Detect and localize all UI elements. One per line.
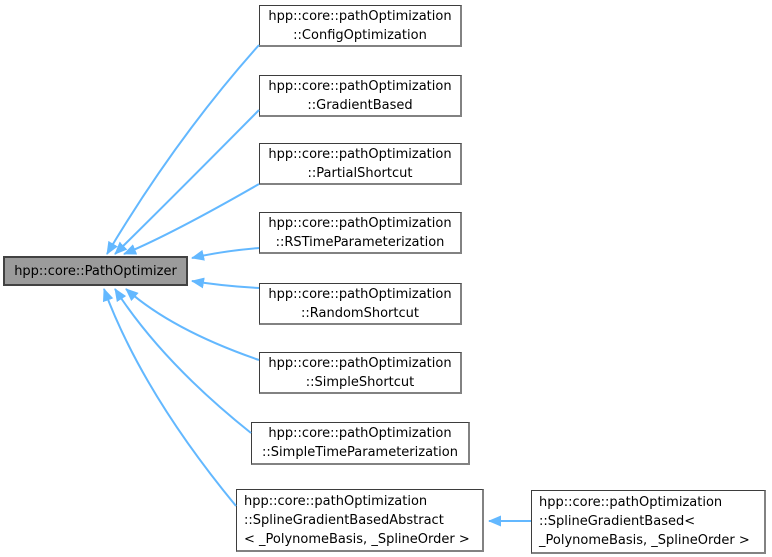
node-label: _PolynomeBasis, _SplineOrder > <box>539 533 750 548</box>
node-splinegradientbasedabstract[interactable]: hpp::core::pathOptimization ::SplineGrad… <box>236 489 484 552</box>
node-randomshortcut[interactable]: hpp::core::pathOptimization ::RandomShor… <box>259 283 462 325</box>
inheritance-arrow-configoptimization <box>106 44 260 255</box>
node-label: ::RandomShortcut <box>301 305 419 321</box>
node-label: ::SimpleShortcut <box>305 374 415 390</box>
node-label: ::PartialShortcut <box>307 165 413 181</box>
node-label: hpp::core::pathOptimization <box>268 146 452 162</box>
node-simpleshortcut[interactable]: hpp::core::pathOptimization ::SimpleShor… <box>259 352 462 394</box>
node-label: hpp::core::pathOptimization <box>268 286 452 302</box>
node-label: hpp::core::pathOptimization <box>268 8 452 24</box>
node-label: < _PolynomeBasis, _SplineOrder > <box>244 531 470 547</box>
node-splinegradientbased[interactable]: hpp::core::pathOptimization ::SplineGrad… <box>531 490 766 554</box>
node-label: ::GradientBased <box>307 97 413 113</box>
inheritance-arrow-randomshortcut <box>191 277 260 289</box>
inheritance-arrow-partialshortcut <box>123 183 260 255</box>
node-label: hpp::core::pathOptimization <box>268 215 452 231</box>
node-rstimeparameterization[interactable]: hpp::core::pathOptimization ::RSTimePara… <box>259 212 462 254</box>
node-label: ::SimpleTimeParameterization <box>262 445 458 460</box>
inheritance-arrow-gradientbased <box>114 109 260 255</box>
node-pathoptimizer: hpp::core::PathOptimizer <box>3 256 188 286</box>
node-label: hpp::core::pathOptimization <box>244 493 428 509</box>
inheritance-arrow-splinegradientbasedabstract <box>102 288 237 507</box>
node-partialshortcut[interactable]: hpp::core::pathOptimization ::PartialSho… <box>259 143 462 185</box>
node-configoptimization[interactable]: hpp::core::pathOptimization ::ConfigOpti… <box>259 5 462 47</box>
node-label: hpp::core::pathOptimization <box>268 426 452 441</box>
node-label: ::SplineGradientBased< <box>539 514 696 529</box>
node-label: ::ConfigOptimization <box>293 27 427 43</box>
node-label: ::RSTimeParameterization <box>275 234 445 250</box>
inheritance-arrow-simpleshortcut <box>125 288 260 361</box>
inheritance-arrow-rstimeparameterization <box>191 247 260 261</box>
node-label: hpp::core::pathOptimization <box>268 78 452 94</box>
node-label: hpp::core::pathOptimization <box>539 495 723 510</box>
node-label: hpp::core::pathOptimization <box>268 355 452 371</box>
node-label: hpp::core::PathOptimizer <box>14 263 177 279</box>
node-gradientbased[interactable]: hpp::core::pathOptimization ::GradientBa… <box>259 75 462 117</box>
node-simpletimeparameterization[interactable]: hpp::core::pathOptimization ::SimpleTime… <box>251 422 470 465</box>
inheritance-arrow-simpletimeparameterization <box>114 288 252 434</box>
node-label: ::SplineGradientBasedAbstract <box>244 512 444 528</box>
